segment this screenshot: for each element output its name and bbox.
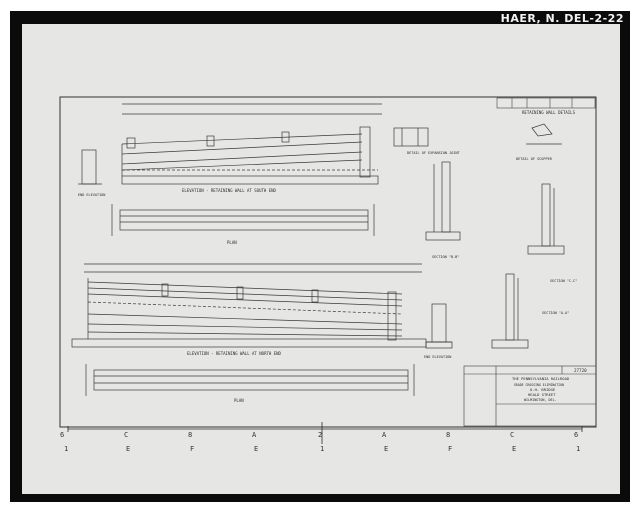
section-cc xyxy=(527,183,565,255)
scale-upper-8: C xyxy=(510,431,514,439)
title-street: HEALD STREET xyxy=(528,392,556,397)
drawing-border xyxy=(59,96,597,428)
title-company: THE PENNSYLVANIA RAILROAD xyxy=(512,376,570,381)
label-elev-north: ELEVATION - RETAINING WALL AT NORTH END xyxy=(187,351,282,356)
label-end-elev-1: END ELEVATION xyxy=(78,193,105,197)
scale-lower-4: E xyxy=(254,445,258,453)
revision-table xyxy=(496,97,596,109)
label-plan-2: PLAN xyxy=(234,398,244,403)
scale-lower-3: F xyxy=(190,445,194,453)
engineering-drawing: RETAINING WALL DETAILS ELEVATION - RETAI… xyxy=(59,96,597,453)
detail-expansion xyxy=(393,127,429,147)
section-bb xyxy=(425,161,461,241)
scale-labels: 6 C 8 A 2 A 8 C 6 1 E F E 1 E F E 1 xyxy=(60,431,580,453)
label-section-aa: SECTION "A-A" xyxy=(542,311,569,315)
detail-scupper xyxy=(526,123,562,145)
drawing-number: 27720 xyxy=(574,368,587,373)
scale-bar xyxy=(67,422,583,444)
label-elev-south: ELEVATION - RETAINING WALL AT SOUTH END xyxy=(182,188,277,193)
scale-lower-5: 1 xyxy=(320,445,324,453)
title-project: GRADE CROSSING ELIMINATION xyxy=(514,383,564,387)
scale-lower-1: 1 xyxy=(64,445,68,453)
south-elevation xyxy=(78,103,382,185)
scale-upper-2: C xyxy=(124,431,128,439)
scale-upper-4: A xyxy=(252,431,257,439)
label-section-bb: SECTION "B-B" xyxy=(432,255,459,259)
plan-north xyxy=(85,364,415,396)
scale-upper-6: A xyxy=(382,431,387,439)
haer-number: HAER, N. DEL-2-22 xyxy=(500,12,624,25)
title-location: WILMINGTON, DEL. xyxy=(524,398,557,402)
end-elevation-2 xyxy=(425,303,453,349)
drawing-sheet xyxy=(22,24,620,494)
title-block xyxy=(463,365,597,427)
scale-lower-2: E xyxy=(126,445,130,453)
title-bridge: O.H. BRIDGE xyxy=(530,387,556,392)
scale-upper-9: 6 xyxy=(574,431,578,439)
scale-upper-5: 2 xyxy=(318,431,322,439)
scale-lower-7: F xyxy=(448,445,452,453)
label-detail-expansion: DETAIL OF EXPANSION JOINT xyxy=(407,151,461,155)
label-end-elev-2: END ELEVATION xyxy=(424,355,451,359)
north-elevation xyxy=(71,263,427,348)
scale-upper-1: 6 xyxy=(60,431,64,439)
label-section-cc: SECTION "C-C" xyxy=(550,279,577,283)
scale-upper-7: 8 xyxy=(446,431,450,439)
sheet-title: RETAINING WALL DETAILS xyxy=(522,110,576,115)
scale-lower-6: E xyxy=(384,445,388,453)
plan-south xyxy=(111,204,375,236)
scale-lower-8: E xyxy=(512,445,516,453)
scale-upper-3: 8 xyxy=(188,431,192,439)
label-detail-scupper: DETAIL OF SCUPPER xyxy=(516,157,553,161)
scale-lower-9: 1 xyxy=(576,445,580,453)
section-aa xyxy=(491,273,529,349)
label-plan-1: PLAN xyxy=(227,240,237,245)
